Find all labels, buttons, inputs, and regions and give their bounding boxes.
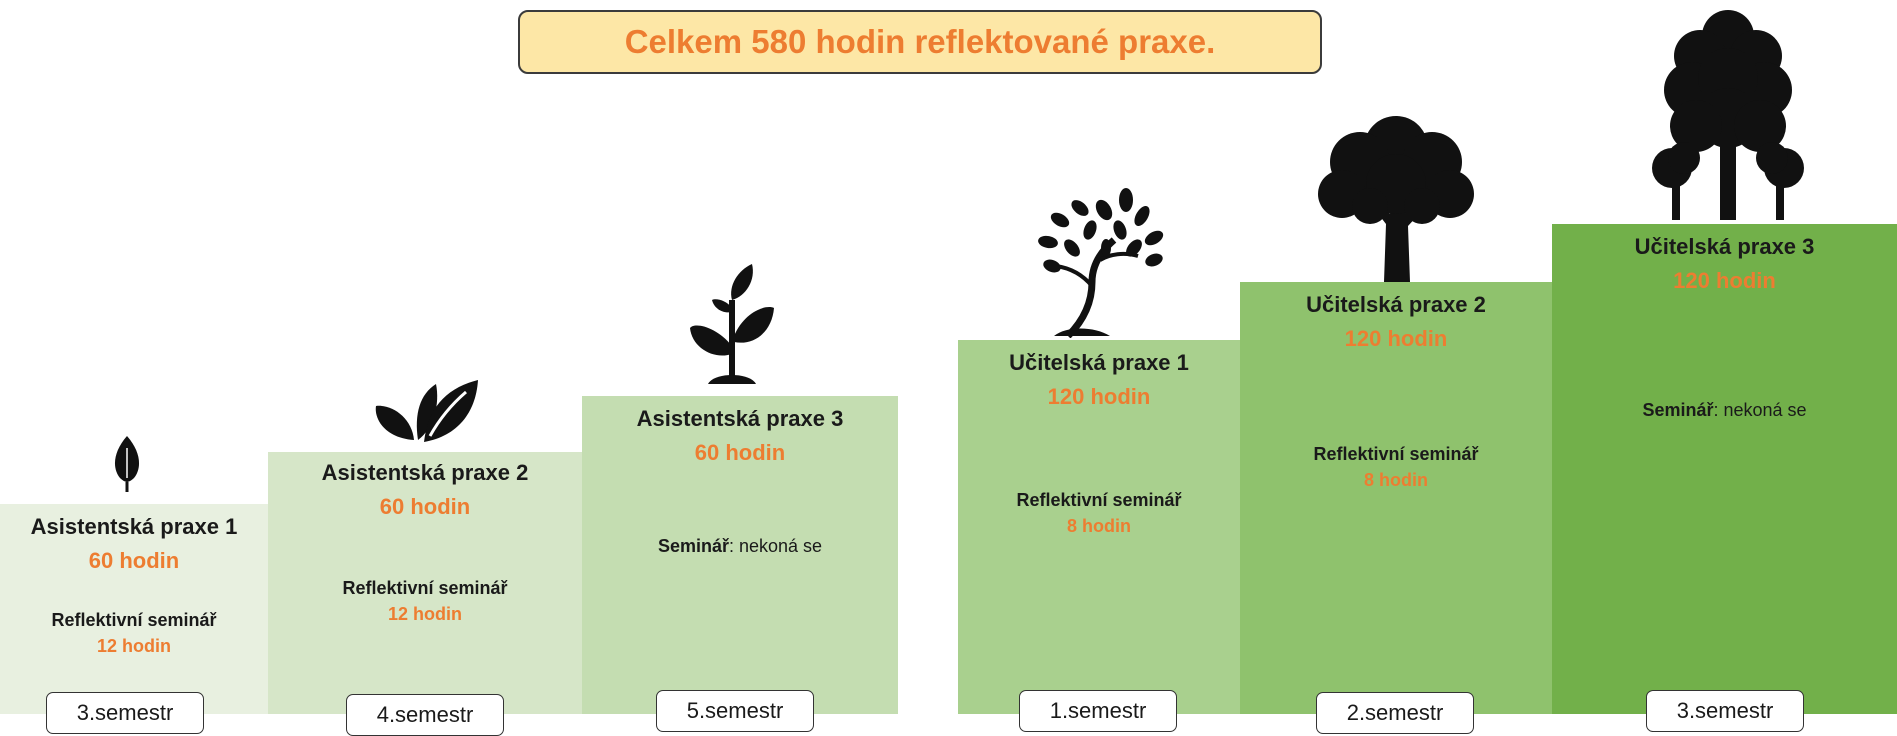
step-title: Učitelská praxe 1 xyxy=(1009,350,1189,375)
step-hours: 120 hodin xyxy=(1047,384,1151,409)
step-ucitelska-praxe-3: Učitelská praxe 3 120 hodin Seminář: nek… xyxy=(1552,224,1897,714)
seminar-label: Reflektivní seminář xyxy=(0,610,268,631)
step-asistentska-praxe-3: Asistentská praxe 3 60 hodin Seminář: ne… xyxy=(582,396,898,714)
seminar-note: : nekoná se xyxy=(728,536,823,556)
leaves-icon xyxy=(374,378,480,449)
seminar-label: Reflektivní seminář xyxy=(958,490,1240,511)
seminar-hours: 8 hodin xyxy=(1067,516,1131,536)
step-title: Učitelská praxe 3 xyxy=(1634,234,1815,259)
seminar-label: Reflektivní seminář xyxy=(1240,444,1552,465)
step-hours: 60 hodin xyxy=(379,494,471,519)
step-asistentska-praxe-2: Asistentská praxe 2 60 hodin Reflektivní… xyxy=(268,452,582,714)
step-ucitelska-praxe-1: Učitelská praxe 1 120 hodin Reflektivní … xyxy=(958,340,1240,714)
total-hours-banner: Celkem 580 hodin reflektované praxe. xyxy=(518,10,1322,74)
semester-label: 4.semestr xyxy=(346,694,504,736)
seminar-label: Seminář: nekoná se xyxy=(1552,400,1897,421)
seminar-note: : nekoná se xyxy=(1713,400,1807,420)
semester-label: 5.semestr xyxy=(656,690,814,732)
semester-label: 1.semestr xyxy=(1019,690,1177,732)
step-asistentska-praxe-1: Asistentská praxe 1 60 hodin Reflektivní… xyxy=(0,504,268,714)
step-hours: 120 hodin xyxy=(1673,268,1776,293)
young-tree-icon xyxy=(1030,186,1166,343)
seminar-label-text: Reflektivní seminář xyxy=(51,610,217,630)
step-title: Asistentská praxe 2 xyxy=(321,460,529,485)
sprout-icon xyxy=(688,260,776,391)
step-hours: 60 hodin xyxy=(88,548,180,573)
seminar-label-text: Reflektivní seminář xyxy=(342,578,508,598)
seminar-label-text: Seminář xyxy=(657,536,729,556)
seminar-label-text: Seminář xyxy=(1642,400,1714,420)
tree-icon xyxy=(1314,114,1478,287)
seminar-label-text: Reflektivní seminář xyxy=(1313,444,1479,464)
seminar-hours: 12 hodin xyxy=(387,604,462,624)
seminar-label-text: Reflektivní seminář xyxy=(1016,490,1182,510)
seminar-hours: 12 hodin xyxy=(96,636,171,656)
step-hours: 120 hodin xyxy=(1344,326,1448,351)
large-tree-icon xyxy=(1648,8,1808,225)
step-ucitelska-praxe-2: Učitelská praxe 2 120 hodin Reflektivní … xyxy=(1240,282,1552,714)
step-hours: 60 hodin xyxy=(694,440,786,465)
seminar-label: Reflektivní seminář xyxy=(268,578,582,599)
step-title: Asistentská praxe 3 xyxy=(636,406,844,431)
seminar-hours: 8 hodin xyxy=(1364,470,1428,490)
seminar-label: Seminář: nekoná se xyxy=(582,536,898,557)
step-title: Asistentská praxe 1 xyxy=(30,514,238,539)
leaf-icon xyxy=(110,434,144,499)
semester-label: 2.semestr xyxy=(1316,692,1474,734)
semester-label: 3.semestr xyxy=(46,692,204,734)
step-title: Učitelská praxe 2 xyxy=(1306,292,1486,317)
semester-label: 3.semestr xyxy=(1646,690,1804,732)
